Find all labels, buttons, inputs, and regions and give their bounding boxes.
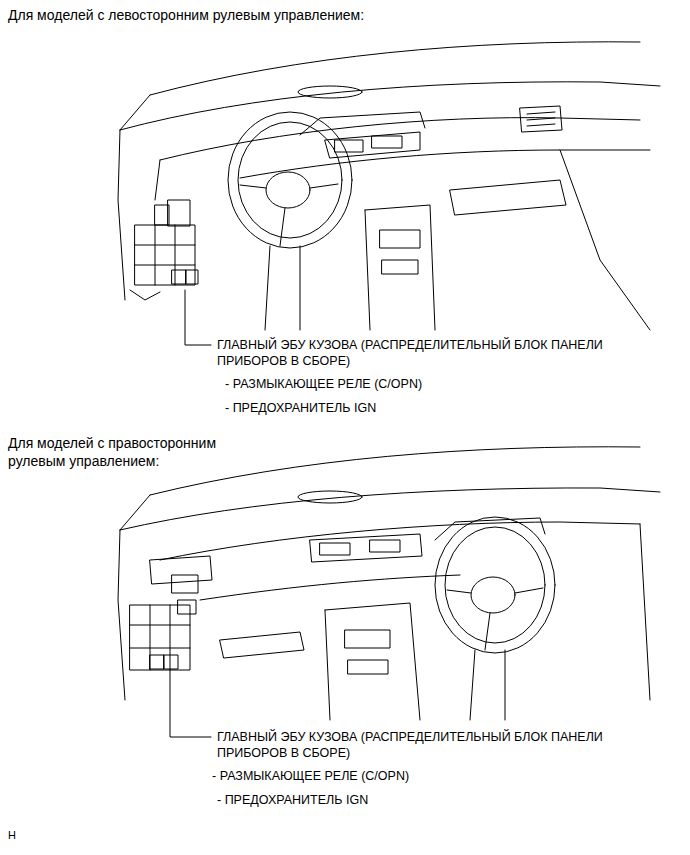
section-heading: Для моделей с правосторонним рулевым упр… bbox=[8, 434, 258, 470]
part-name: ГЛАВНЫЙ ЭБУ КУЗОВА (РАСПРЕДЕЛИТЕЛЬНЫЙ БЛ… bbox=[217, 729, 662, 762]
part-item: - ПРЕДОХРАНИТЕЛЬ IGN bbox=[217, 792, 368, 808]
part-item: - РАЗМЫКАЮЩЕЕ РЕЛЕ (C/OPN) bbox=[212, 768, 409, 784]
part-item: - РАЗМЫКАЮЩЕЕ РЕЛЕ (C/OPN) bbox=[225, 376, 422, 392]
rhd-dashboard bbox=[118, 447, 660, 737]
part-item: - ПРЕДОХРАНИТЕЛЬ IGN bbox=[225, 400, 376, 416]
page-mark: H bbox=[8, 828, 16, 842]
part-name: ГЛАВНЫЙ ЭБУ КУЗОВА (РАСПРЕДЕЛИТЕЛЬНЫЙ БЛ… bbox=[217, 337, 662, 370]
lhd-dashboard bbox=[118, 42, 660, 345]
section-heading: Для моделей с левосторонним рулевым упра… bbox=[8, 6, 364, 24]
